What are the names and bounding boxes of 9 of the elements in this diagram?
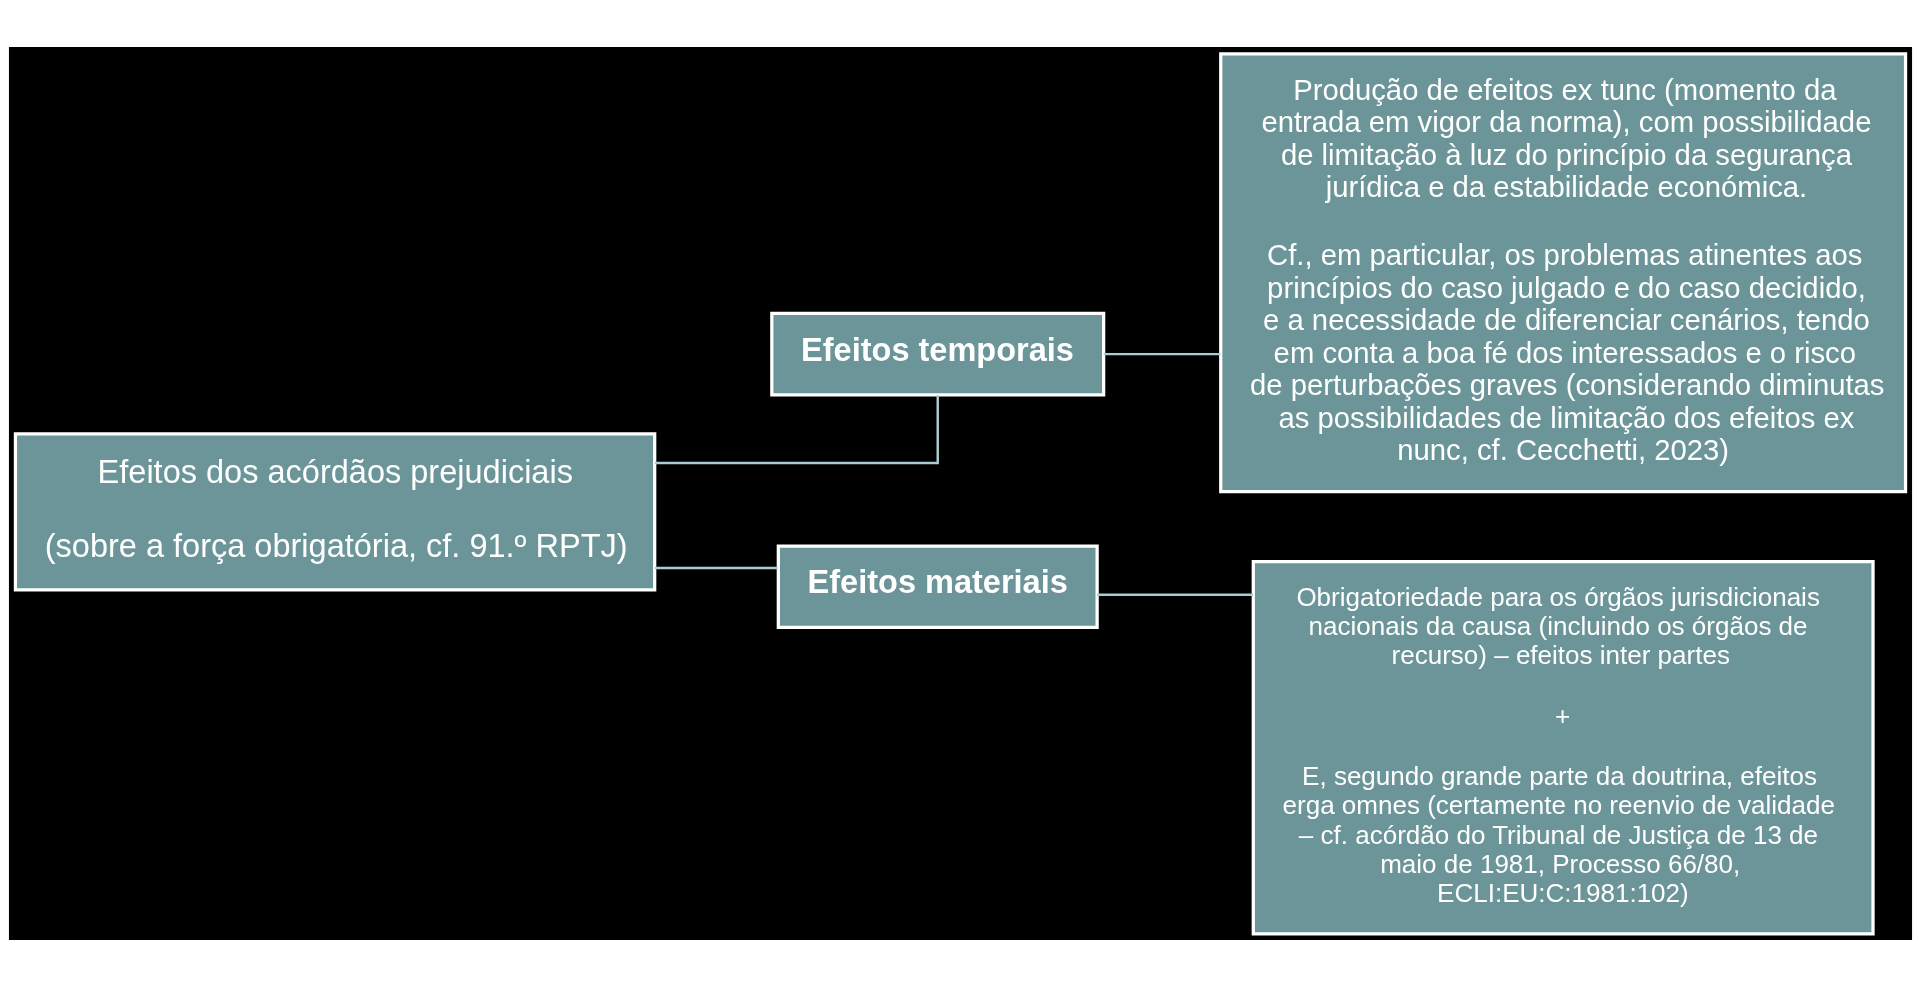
connector	[654, 394, 939, 464]
node-box: Produção de efeitos ex tunc (momento da entrada em vigor da norma), com possibilidade de limitação à luz do princípio da segurança jurídica e da estabilidade económica. Cf., em particular, os problemas atinentes aos princípios do caso julgado e do caso decidido, e a necessidade de diferenciar cenários, tendo em conta a boa fé dos interessados e o risco de perturbações graves (considerando diminutas as possibilidades de limitação dos efeitos ex nunc, cf. Cecchetti, 2023)	[1219, 51, 1908, 493]
node-box: Efeitos temporais	[770, 311, 1106, 396]
connector	[1103, 352, 1221, 355]
node-box: Efeitos dos acórdãos prejudiciais (sobre a força obrigatória, cf. 91.º RPTJ)	[13, 431, 657, 592]
connector	[654, 566, 778, 569]
node-box: Obrigatoriedade para os órgãos jurisdicionais nacionais da causa (incluindo os órgãos de recurso) – efeitos inter partes + E, segundo grande parte da doutrina, efeitos erga omnes (certamente no reenvio de validade – cf. acórdão do Tribunal de Justiça de 13 de maio de 1981, Processo 66/80, ECLI:EU:C:1981:102)	[1251, 559, 1875, 935]
node-box: Efeitos materiais	[776, 543, 1099, 629]
connector	[1097, 592, 1254, 596]
